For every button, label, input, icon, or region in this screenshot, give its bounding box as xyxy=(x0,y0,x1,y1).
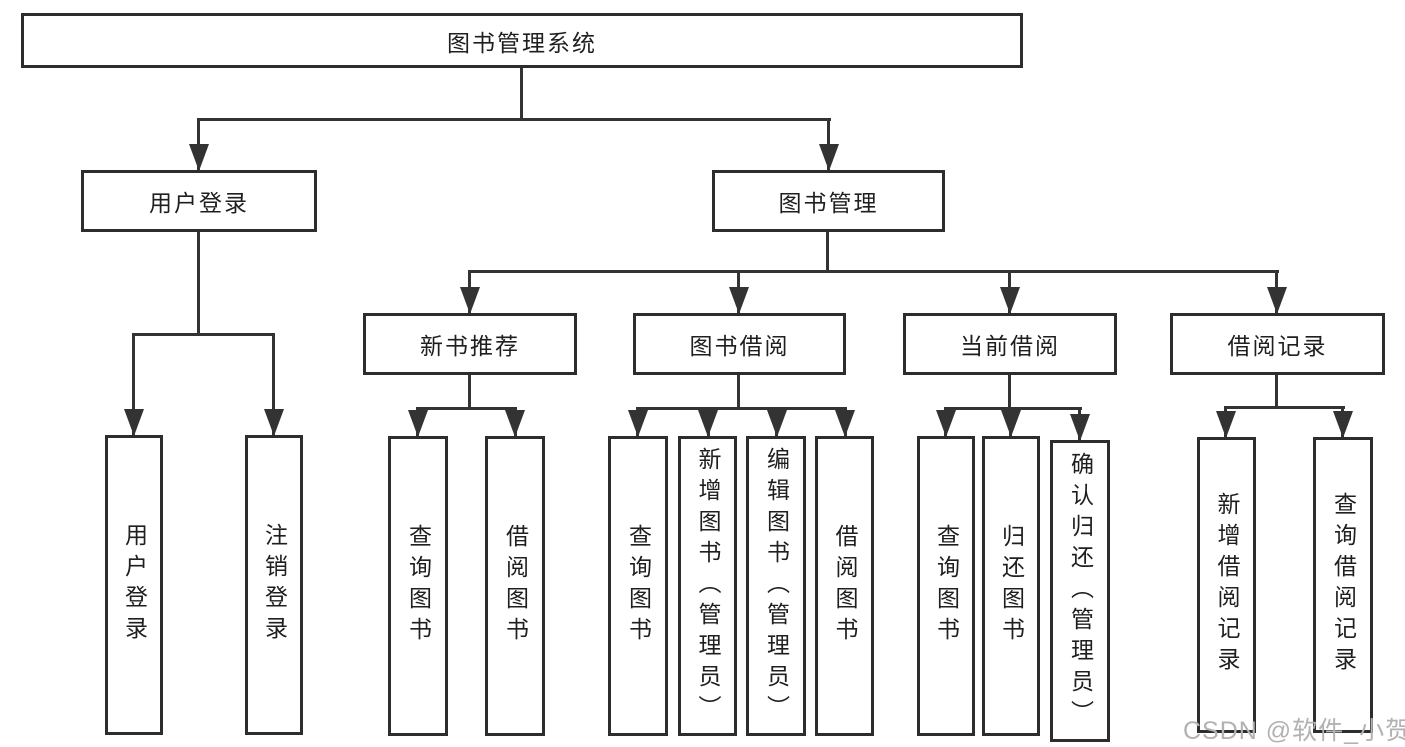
connector-line xyxy=(520,68,523,121)
arrow-down-icon xyxy=(1267,287,1287,314)
node-user-login: 用户登录 xyxy=(81,170,317,232)
node-leaf-query-books-current: 查询图书 xyxy=(917,436,975,736)
connector-line xyxy=(272,333,275,435)
arrow-down-icon xyxy=(1001,410,1021,437)
connector-line xyxy=(1275,375,1278,409)
connector-line xyxy=(468,270,1279,273)
node-borrowing-records: 借阅记录 xyxy=(1170,313,1385,375)
arrow-down-icon xyxy=(189,144,209,171)
node-library-management-system: 图书管理系统 xyxy=(21,13,1023,68)
node-leaf-borrow-books-recommend: 借阅图书 xyxy=(485,436,545,736)
arrow-down-icon xyxy=(767,410,787,437)
connector-line xyxy=(1008,375,1011,410)
node-leaf-logout: 注销登录 xyxy=(245,435,303,735)
node-leaf-add-books-admin: 新增图书（管理员） xyxy=(678,436,737,736)
arrow-down-icon xyxy=(505,410,525,437)
arrow-down-icon xyxy=(819,144,839,171)
arrow-down-icon xyxy=(124,409,144,436)
arrow-down-icon xyxy=(1333,411,1353,438)
connector-line xyxy=(944,407,1082,410)
node-leaf-query-books-borrowing: 查询图书 xyxy=(608,436,668,736)
node-current-borrowing: 当前借阅 xyxy=(903,313,1117,375)
node-leaf-edit-books-admin: 编辑图书（管理员） xyxy=(746,436,806,736)
node-leaf-add-borrow-record: 新增借阅记录 xyxy=(1197,437,1256,733)
connector-line xyxy=(197,232,200,336)
connector-line xyxy=(132,333,135,435)
arrow-down-icon xyxy=(698,410,718,437)
connector-line xyxy=(197,118,831,121)
connector-line xyxy=(826,232,829,273)
connector-line xyxy=(416,407,517,410)
node-leaf-query-borrow-record: 查询借阅记录 xyxy=(1313,437,1373,733)
arrow-down-icon xyxy=(729,287,749,314)
csdn-watermark: CSDN @软件_小贺同学 xyxy=(1183,717,1405,745)
arrow-down-icon xyxy=(936,410,956,437)
arrow-down-icon xyxy=(628,410,648,437)
node-leaf-borrow-books: 借阅图书 xyxy=(815,436,874,736)
node-leaf-query-books-recommend: 查询图书 xyxy=(388,436,448,736)
arrow-down-icon xyxy=(408,410,428,437)
arrow-down-icon xyxy=(1216,411,1236,438)
node-leaf-confirm-return-admin: 确认归还（管理员） xyxy=(1050,440,1110,742)
connector-line xyxy=(737,375,740,410)
connector-line xyxy=(636,407,847,410)
connector-line xyxy=(1224,406,1345,409)
arrow-down-icon xyxy=(1000,287,1020,314)
node-leaf-return-books: 归还图书 xyxy=(982,436,1040,736)
connector-line xyxy=(132,333,275,336)
arrow-down-icon xyxy=(460,287,480,314)
connector-line xyxy=(468,375,471,410)
node-new-book-recommend: 新书推荐 xyxy=(363,313,577,375)
arrow-down-icon xyxy=(1070,414,1090,441)
node-book-management: 图书管理 xyxy=(712,170,945,232)
arrow-down-icon xyxy=(264,409,284,436)
arrow-down-icon xyxy=(835,410,855,437)
node-book-borrowing: 图书借阅 xyxy=(633,313,846,375)
node-leaf-user-login: 用户登录 xyxy=(105,435,163,735)
